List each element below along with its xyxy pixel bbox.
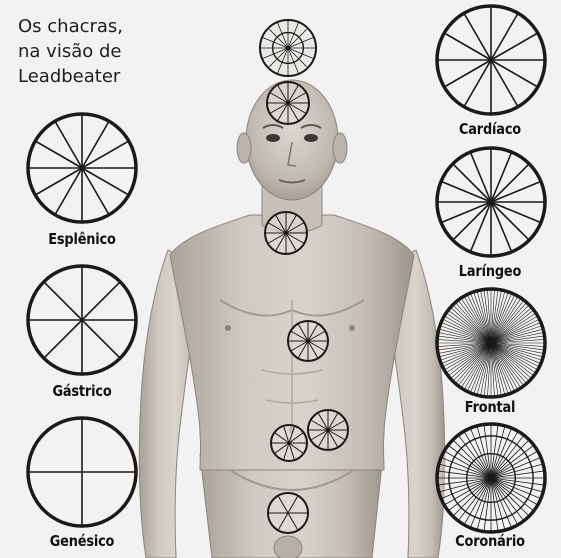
wheel-laringeo bbox=[437, 148, 545, 256]
label-laringeo: Laríngeo bbox=[434, 262, 546, 280]
wheel-frontal bbox=[437, 289, 545, 397]
label-coronario: Coronário bbox=[434, 532, 546, 550]
body-wheel-spleen bbox=[308, 410, 348, 450]
body-wheel-throat bbox=[265, 212, 307, 254]
body-wheel-navel bbox=[271, 425, 307, 461]
label-genesico: Genésico bbox=[26, 532, 138, 550]
body-wheel-root bbox=[268, 493, 308, 533]
wheel-cardiaco bbox=[437, 6, 545, 114]
caption-line-2: na visão de bbox=[18, 39, 123, 64]
body-wheel-heart bbox=[288, 321, 328, 361]
body-wheel-crown bbox=[260, 20, 316, 76]
label-cardiaco: Cardíaco bbox=[434, 120, 546, 138]
wheel-gastrico bbox=[28, 266, 136, 374]
caption-line-3: Leadbeater bbox=[18, 64, 123, 89]
wheel-coronario bbox=[437, 424, 545, 532]
caption-line-1: Os chacras, bbox=[18, 14, 123, 39]
label-frontal: Frontal bbox=[434, 398, 546, 416]
wheel-genesico bbox=[28, 418, 136, 526]
caption-text: Os chacras, na visão de Leadbeater bbox=[18, 14, 123, 89]
label-esplenico: Esplênico bbox=[26, 230, 138, 248]
human-figure bbox=[139, 80, 445, 558]
wheel-esplenico bbox=[28, 114, 136, 222]
label-gastrico: Gástrico bbox=[26, 382, 138, 400]
body-wheel-brow bbox=[267, 82, 309, 124]
